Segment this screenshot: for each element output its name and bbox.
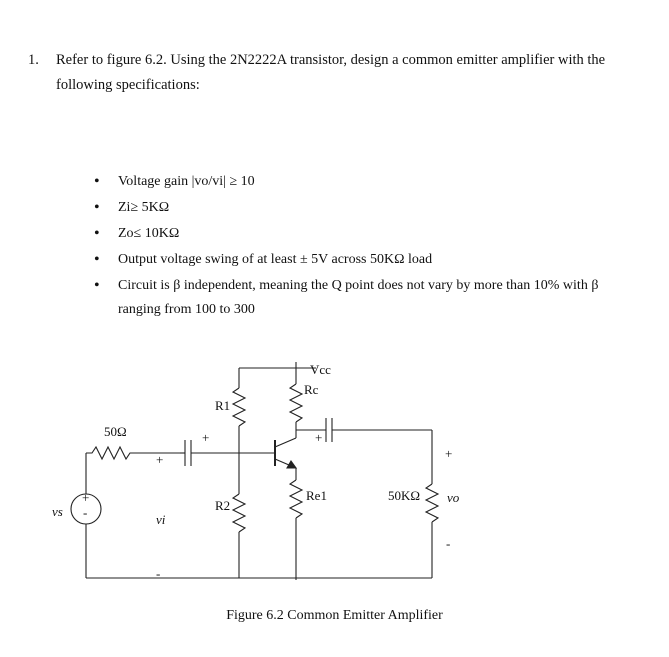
rl-resistor <box>424 483 440 523</box>
spec-list: Voltage gain |vo/vi| ≥ 10 Zi≥ 5KΩ Zo≤ 10… <box>94 170 634 324</box>
r2-resistor <box>231 493 247 533</box>
figure-caption: Figure 6.2 Common Emitter Amplifier <box>226 608 443 623</box>
spec-zi: Zi≥ 5KΩ <box>94 196 634 220</box>
emitter-arrow <box>286 459 298 469</box>
spec-swing: Output voltage swing of at least ± 5V ac… <box>94 248 634 272</box>
rc-resistor <box>288 383 304 423</box>
question-text: Refer to figure 6.2. Using the 2N2222A t… <box>56 52 606 93</box>
transistor-collector <box>274 437 297 448</box>
r1-resistor <box>231 387 247 427</box>
question-number: 1. <box>28 52 39 68</box>
circuit-diagram <box>70 362 440 580</box>
spec-zo: Zo≤ 10KΩ <box>94 222 634 246</box>
spec-gain: Voltage gain |vo/vi| ≥ 10 <box>94 170 634 194</box>
spec-beta: Circuit is β independent, meaning the Q … <box>94 274 634 322</box>
voltage-source <box>70 493 102 525</box>
rs-resistor <box>86 445 180 461</box>
re-resistor <box>288 479 304 519</box>
